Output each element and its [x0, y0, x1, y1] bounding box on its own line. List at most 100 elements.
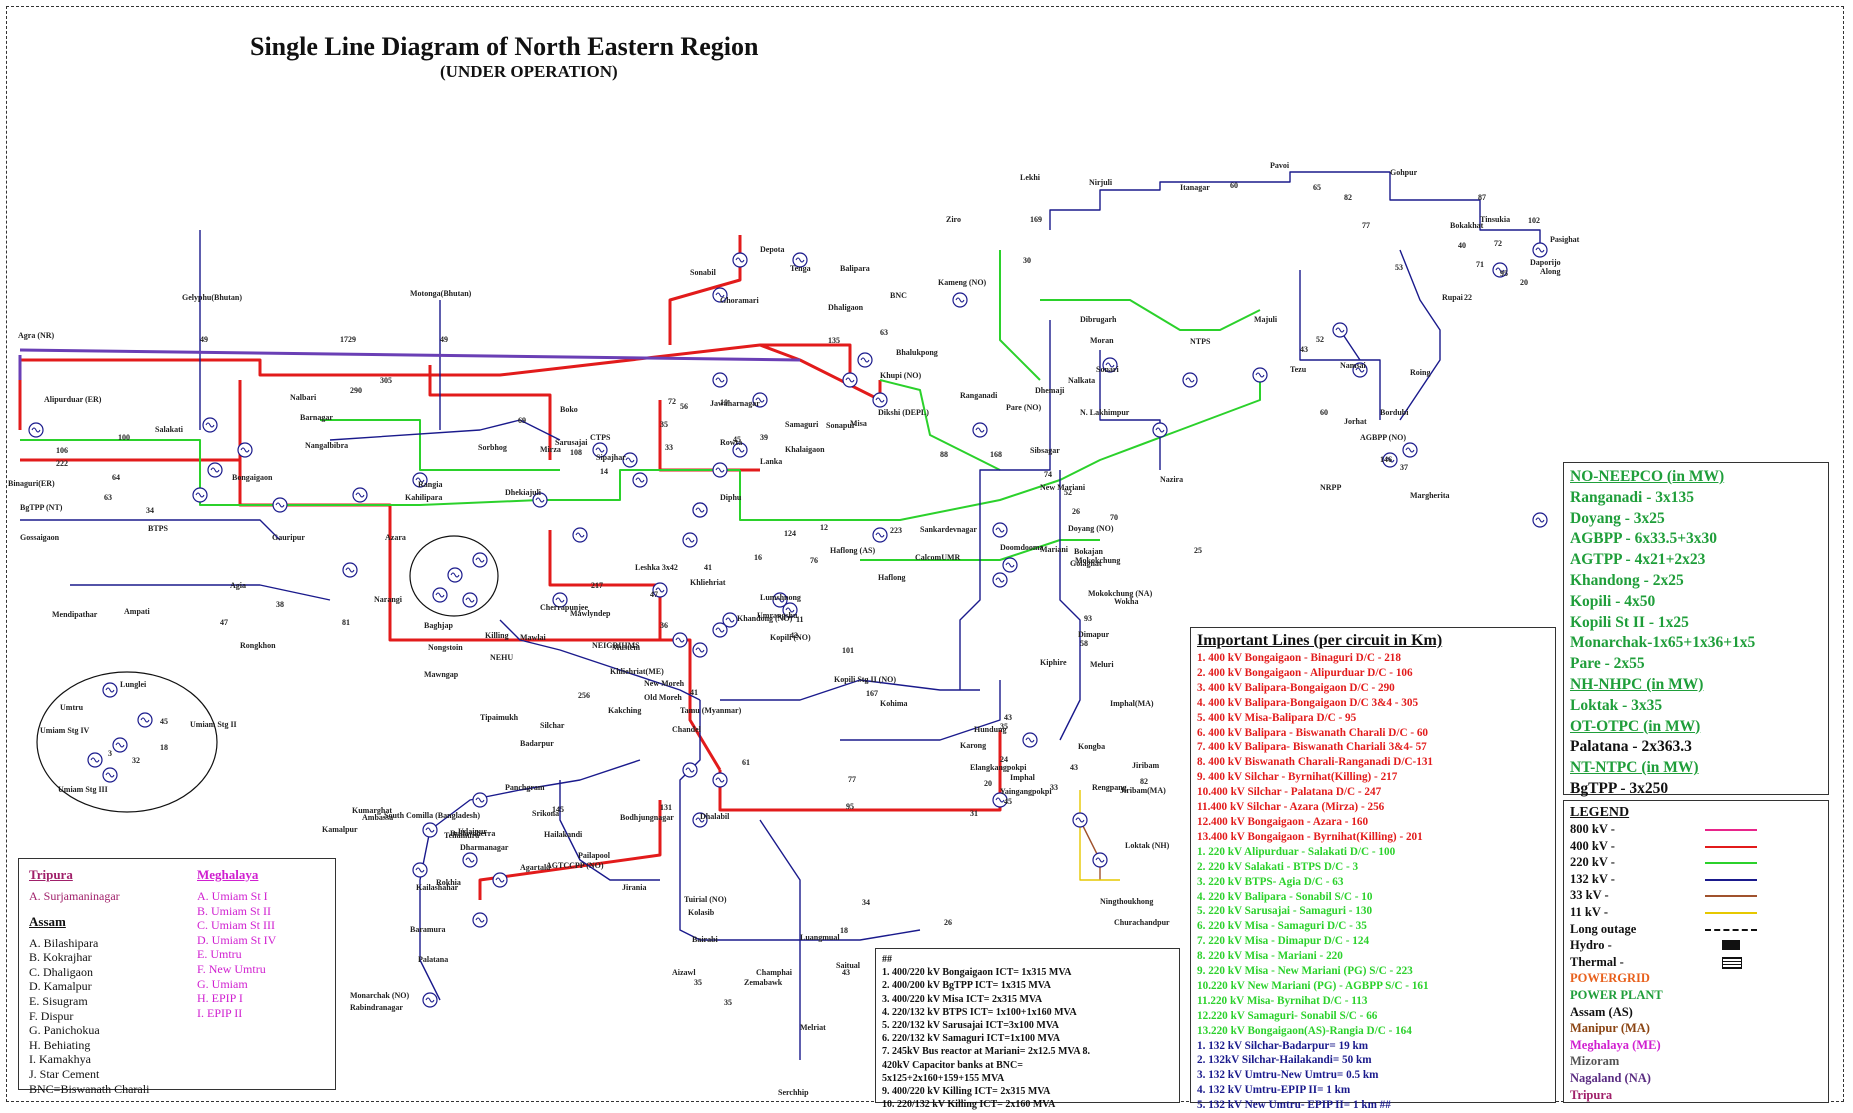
legend-label: Mizoram: [1570, 1054, 1620, 1069]
station-label: Sorbhog: [478, 443, 507, 452]
line-length-label: 82: [1140, 777, 1148, 786]
station-label: Wokha: [1114, 597, 1138, 606]
generator-icon: [732, 442, 748, 458]
station-label: Bokajan: [1074, 547, 1103, 556]
generator-icon: [432, 587, 448, 603]
capacity-row: Kopili - 4x50: [1570, 592, 1656, 610]
transmission-line: [668, 235, 742, 345]
line-length-label: 10: [720, 398, 728, 407]
generator-icon: [1492, 262, 1508, 278]
station-label: Umtru: [60, 703, 84, 712]
line-length-label: 20: [1520, 278, 1528, 287]
line-length-label: 72: [1494, 239, 1502, 248]
line-item: 7. 400 kV Balipara- Biswanath Chariali 3…: [1197, 741, 1427, 754]
list-item: 1. 400/220 kV Bongaigaon ICT= 1x315 MVA: [882, 967, 1072, 979]
station-label: Imphal: [1010, 773, 1036, 782]
station-label: Teliamura: [444, 831, 479, 840]
generator-icon: [842, 372, 858, 388]
station-label: Killing: [485, 631, 509, 640]
legend-panel: LEGEND 800 kV -400 kV -220 kV -132 kV -3…: [1563, 800, 1829, 1103]
line-length-label: 26: [1072, 507, 1080, 516]
legend-item: POWERGRID: [1570, 970, 1822, 987]
line-length-label: 43: [1300, 345, 1308, 354]
line-item: 12.220 kV Samaguri- Sonabil S/C - 66: [1197, 1009, 1378, 1022]
line-length-label: 24: [1000, 755, 1008, 764]
station-label: Dharmanagar: [460, 843, 509, 852]
line-item: 13.220 kV Bongaigaon(AS)-Rangia D/C - 16…: [1197, 1024, 1412, 1037]
station-label: Haflong: [878, 573, 906, 582]
station-label: Alipurduar (ER): [44, 395, 102, 404]
station-label: Panchgram: [505, 783, 545, 792]
station-label: Baghjap: [424, 621, 453, 630]
line-length-label: 1729: [340, 335, 356, 344]
generator-icon: [1152, 422, 1168, 438]
station-label: Melriat: [800, 1023, 826, 1032]
line-length-label: 76: [810, 556, 818, 565]
legend-item: Assam (AS): [1570, 1004, 1822, 1021]
station-label: Bokakhat: [1450, 221, 1484, 230]
station-label: Sibsagar: [1030, 446, 1060, 455]
station-label: Dhemaji: [1035, 386, 1065, 395]
transmission-line: [1040, 299, 1261, 331]
line-length-label: 61: [742, 758, 750, 767]
transmission-line: [18, 343, 852, 430]
line-length-label: 43: [1070, 763, 1078, 772]
important-lines-panel: Important Lines (per circuit in Km) 1. 4…: [1190, 627, 1556, 1111]
line-item: 11.220 kV Misa- Byrnihat D/C - 113: [1197, 994, 1368, 1007]
assam-guwahati-cluster: [409, 535, 499, 617]
generator-icon: [992, 572, 1008, 588]
line-length-label: 64: [112, 473, 120, 482]
capacity-row: Khandong - 2x25: [1570, 571, 1684, 589]
station-label: Lanka: [760, 457, 782, 466]
station-label: Motonga(Bhutan): [410, 289, 472, 298]
generator-icon: [772, 592, 788, 608]
transmission-line: [759, 343, 882, 402]
legend-item: Nagaland (NA): [1570, 1070, 1822, 1087]
legend-item: POWER PLANT: [1570, 987, 1822, 1004]
capacity-row: NH-NHPC (in MW): [1570, 675, 1704, 693]
line-item: 1. 400 kV Bongaigaon - Binaguri D/C - 21…: [1197, 652, 1401, 664]
line-length-label: 11: [796, 615, 804, 624]
line-length-label: 25: [1194, 546, 1202, 555]
generator-icon: [412, 862, 428, 878]
line-length-label: 87: [1478, 193, 1486, 202]
transmission-line: [1299, 270, 1381, 420]
station-label: Ampati: [124, 607, 151, 616]
legend-label: 132 kV -: [1570, 871, 1615, 886]
station-label: Elangkangpokpi: [970, 763, 1027, 772]
line-length-label: 223: [890, 526, 902, 535]
station-label: Yaingangpokpi: [1000, 787, 1052, 796]
station-label: Pailapool: [578, 851, 611, 860]
station-label: Mustem: [612, 643, 640, 652]
generator-icon: [1252, 367, 1268, 383]
station-label: Baramura: [410, 925, 446, 934]
station-label: BNC: [890, 291, 907, 300]
legend-item: 800 kV -: [1570, 821, 1822, 838]
line-length-label: 88: [940, 450, 948, 459]
page-title: Single Line Diagram of North Eastern Reg…: [250, 32, 759, 61]
line-length-label: 69: [518, 416, 526, 425]
transmission-line: [879, 379, 1001, 471]
station-label: Rupai: [1442, 293, 1464, 302]
station-label: Bongaigaon: [232, 473, 273, 482]
station-label: Mawngap: [424, 670, 459, 679]
line-length-label: 82: [1344, 193, 1352, 202]
station-label: Sankardevnagar: [920, 525, 977, 534]
capacity-row: Doyang - 3x25: [1570, 509, 1665, 527]
station-label: Mendipathar: [52, 610, 98, 619]
capacity-row: Pare - 2x55: [1570, 655, 1645, 673]
generator-icon: [342, 562, 358, 578]
station-label: Rabindranagar: [350, 1003, 403, 1012]
line-item: 2. 220 kV Salakati - BTPS D/C - 3: [1197, 860, 1359, 873]
line-length-label: 81: [342, 618, 350, 627]
line-length-label: 38: [276, 600, 284, 609]
ict-notes-panel: ##1. 400/220 kV Bongaigaon ICT= 1x315 MV…: [875, 948, 1180, 1110]
generator-icon: [992, 522, 1008, 538]
list-item: 4. 220/132 kV BTPS ICT= 1x100+1x160 MVA: [882, 1006, 1077, 1018]
generator-icon: [712, 372, 728, 388]
station-label: Ningthoukhong: [1100, 897, 1153, 906]
station-label: Daporijo: [1530, 258, 1561, 267]
station-label: Narangi: [374, 595, 403, 604]
line-item: 10.220 kV New Mariani (PG) - AGBPP S/C -…: [1197, 979, 1429, 992]
line-length-label: 135: [828, 336, 840, 345]
